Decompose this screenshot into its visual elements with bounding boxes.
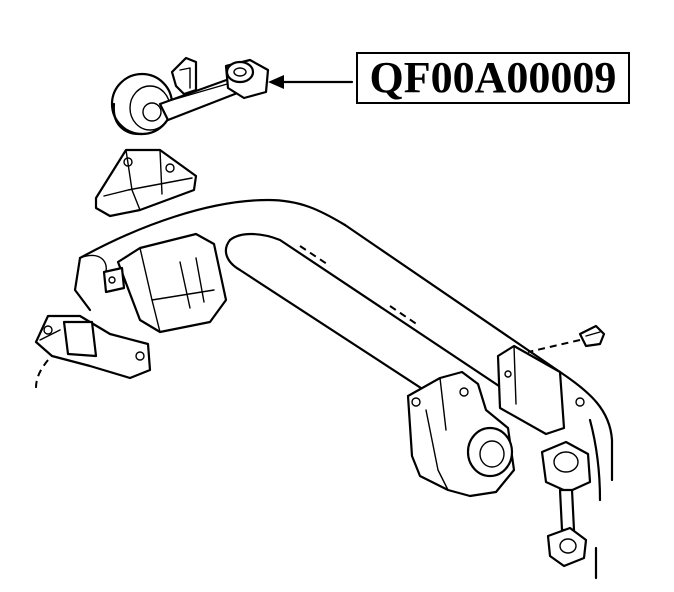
subframe-crossmember — [73, 198, 614, 502]
knuckle-carrier — [406, 370, 516, 498]
bolt — [527, 324, 606, 353]
mount-bracket-upper — [94, 148, 198, 218]
mount-bushing-assembly — [110, 56, 270, 136]
right-mounting-plate — [496, 344, 585, 436]
lower-left-mount — [34, 314, 152, 389]
center-mount-block — [102, 232, 228, 334]
callout-arrow — [268, 75, 354, 89]
part-number-label: QF00A00009 — [356, 52, 630, 104]
stabilizer-link — [540, 440, 598, 580]
